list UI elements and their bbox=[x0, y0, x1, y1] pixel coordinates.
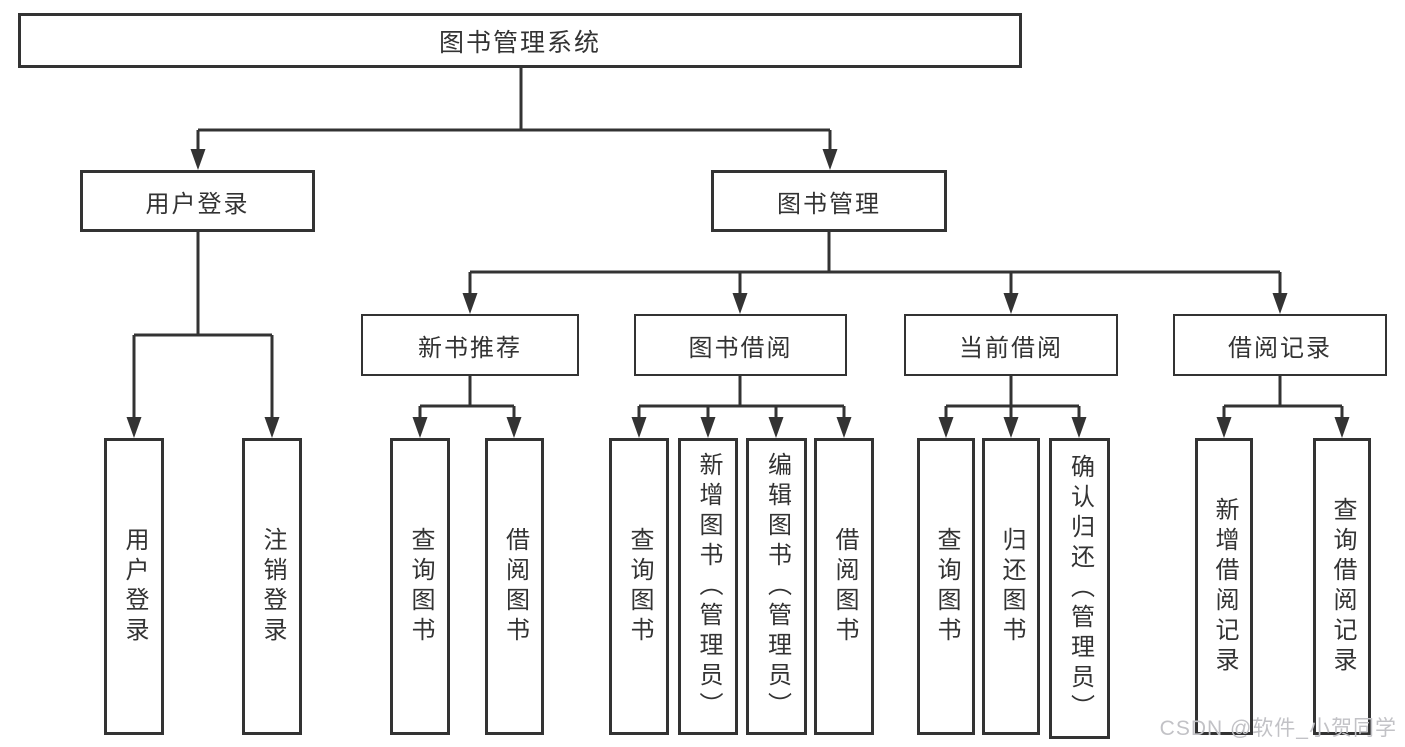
leaf-records-add-record: 新增借阅记录 bbox=[1195, 438, 1253, 735]
leaf-current-return-books: 归还图书 bbox=[982, 438, 1040, 735]
node-borrowing-records: 借阅记录 bbox=[1173, 314, 1387, 376]
leaf-borrow-edit-book-admin: 编辑图书（管理员） bbox=[746, 438, 807, 735]
connector-root-to-level2 bbox=[196, 68, 832, 152]
csdn-watermark: CSDN @软件_小贺同学 bbox=[1159, 717, 1397, 740]
node-book-borrowing: 图书借阅 bbox=[634, 314, 847, 376]
leaf-borrow-add-book-admin: 新增图书（管理员） bbox=[678, 438, 738, 735]
leaf-current-query-books: 查询图书 bbox=[917, 438, 975, 735]
leaf-current-confirm-return-admin: 确认归还（管理员） bbox=[1049, 438, 1110, 739]
leaf-records-query-record: 查询借阅记录 bbox=[1313, 438, 1371, 735]
leaf-borrow-query-books: 查询图书 bbox=[609, 438, 669, 735]
connector-recommendation-branch bbox=[418, 376, 516, 420]
leaf-logout: 注销登录 bbox=[242, 438, 302, 735]
connector-current-branch bbox=[944, 376, 1081, 420]
leaf-recommend-query-books: 查询图书 bbox=[390, 438, 450, 735]
leaf-borrow-borrow-books: 借阅图书 bbox=[814, 438, 874, 735]
node-new-book-recommendation: 新书推荐 bbox=[361, 314, 579, 376]
leaf-recommend-borrow-books: 借阅图书 bbox=[485, 438, 544, 735]
node-user-login: 用户登录 bbox=[80, 170, 315, 232]
leaf-user-login: 用户登录 bbox=[104, 438, 164, 735]
node-library-system: 图书管理系统 bbox=[18, 13, 1022, 68]
connector-borrowing-branch bbox=[637, 376, 846, 420]
node-current-borrowing: 当前借阅 bbox=[904, 314, 1118, 376]
node-book-management: 图书管理 bbox=[711, 170, 947, 232]
connector-records-branch bbox=[1222, 376, 1344, 420]
connector-user-login-branch bbox=[132, 232, 274, 420]
arrowheads bbox=[126, 149, 1350, 438]
connector-book-management-to-level3 bbox=[468, 232, 1282, 295]
